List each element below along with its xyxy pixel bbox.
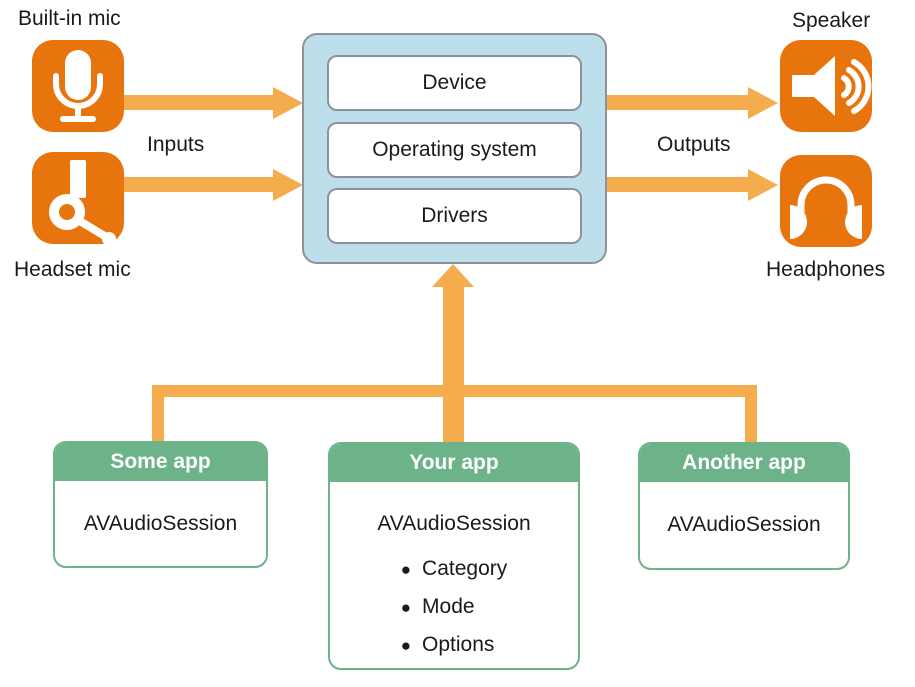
connector-horizontal-bar <box>152 385 757 397</box>
output-arrow-1-head <box>748 87 778 119</box>
drivers-layer: Drivers <box>327 188 582 244</box>
speaker-icon <box>780 40 872 132</box>
input-arrow-1-head <box>273 87 303 119</box>
loudspeaker-icon <box>780 40 872 132</box>
headset-icon <box>32 152 124 244</box>
mode-bullet: Mode <box>422 595 475 618</box>
output-arrow-2-head <box>748 169 778 201</box>
session-arrow-trunk <box>443 286 464 443</box>
input-arrow-2-shaft <box>124 177 274 192</box>
input-arrow-2-head <box>273 169 303 201</box>
session-arrow-head <box>432 264 474 287</box>
headphones-label: Headphones <box>766 258 886 281</box>
headset-mic-label: Headset mic <box>14 258 131 281</box>
output-arrow-2-shaft <box>607 177 749 192</box>
built-in-mic-label: Built-in mic <box>18 7 121 30</box>
speaker-label: Speaker <box>792 9 871 32</box>
headset-mic-icon <box>32 152 124 244</box>
another-app-session: AVAudioSession <box>667 513 821 536</box>
some-app-box: Some app AVAudioSession <box>53 441 268 568</box>
your-app-title: Your app <box>330 444 578 482</box>
audio-system-box: Device Operating system Drivers <box>302 33 607 264</box>
your-app-session: AVAudioSession <box>377 512 531 535</box>
operating-system-layer: Operating system <box>327 122 582 178</box>
list-item: ● Mode <box>401 588 508 626</box>
bullet-icon: ● <box>400 560 412 579</box>
headphones-glyph-icon <box>780 155 872 247</box>
some-app-session: AVAudioSession <box>83 511 238 535</box>
connector-drop-right <box>745 385 757 443</box>
options-bullet: Options <box>422 633 495 656</box>
microphone-icon <box>32 40 124 132</box>
device-layer: Device <box>327 55 582 111</box>
bullet-icon: ● <box>400 598 412 617</box>
output-arrow-1-shaft <box>607 95 749 110</box>
some-app-title: Some app <box>55 443 266 481</box>
connector-drop-left <box>152 385 164 443</box>
bullet-icon: ● <box>400 636 412 655</box>
input-arrow-1-shaft <box>124 95 274 110</box>
session-properties-list: ● Category ● Mode ● Options <box>401 550 508 664</box>
outputs-label: Outputs <box>657 133 731 156</box>
built-in-mic-icon <box>32 40 124 132</box>
headphones-icon <box>780 155 872 247</box>
list-item: ● Category <box>401 550 508 588</box>
another-app-box: Another app AVAudioSession <box>638 442 850 570</box>
your-app-box: Your app AVAudioSession ● Category ● Mode … <box>328 442 580 670</box>
inputs-label: Inputs <box>147 133 205 156</box>
another-app-title: Another app <box>640 444 848 482</box>
category-bullet: Category <box>422 557 508 580</box>
list-item: ● Options <box>401 626 508 664</box>
